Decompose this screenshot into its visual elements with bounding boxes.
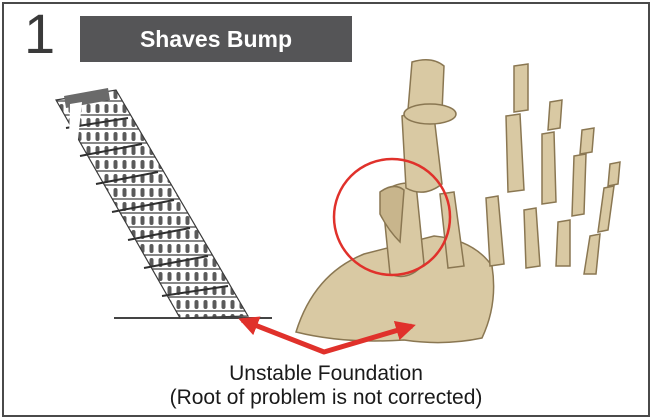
- illustration: [4, 4, 648, 415]
- caption-subtitle: (Root of problem is not corrected): [4, 386, 648, 410]
- leaning-tower-icon: [56, 88, 272, 318]
- caption-title: Unstable Foundation: [4, 362, 648, 386]
- foot-skeleton-icon: [296, 60, 620, 343]
